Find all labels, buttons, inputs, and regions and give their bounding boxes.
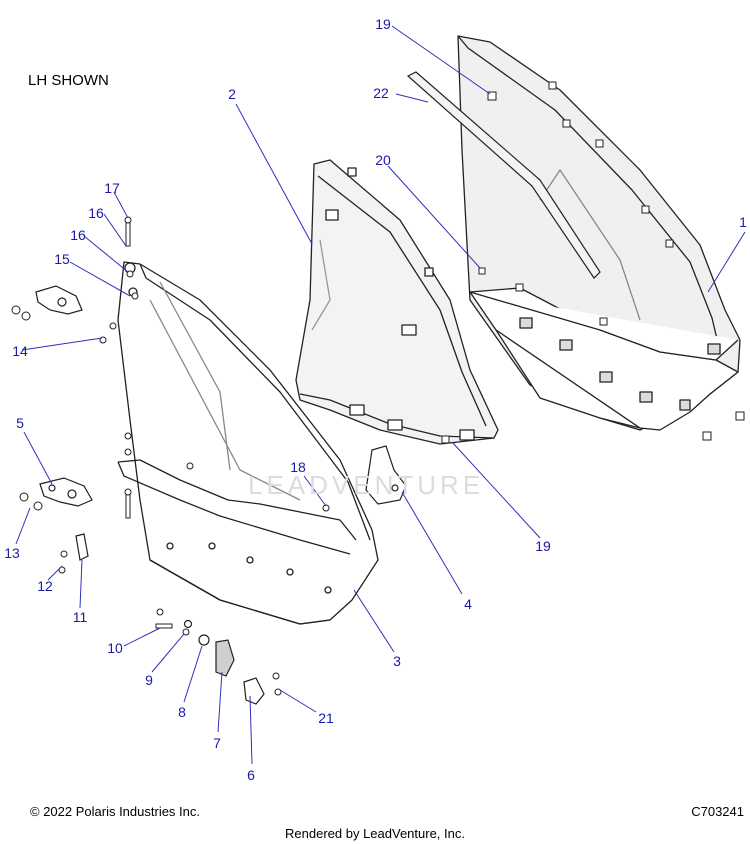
callout-4: 4 bbox=[464, 596, 472, 612]
copyright: © 2022 Polaris Industries Inc. bbox=[30, 804, 200, 819]
callout-16a: 16 bbox=[70, 227, 86, 243]
view-note: LH SHOWN bbox=[28, 72, 109, 89]
callout-5: 5 bbox=[16, 415, 24, 431]
callout-6: 6 bbox=[247, 767, 255, 783]
callout-13: 13 bbox=[4, 545, 20, 561]
callout-18: 18 bbox=[290, 459, 306, 475]
callout-11: 11 bbox=[72, 609, 88, 625]
callout-1: 1 bbox=[739, 214, 747, 230]
door-panel-right bbox=[457, 35, 741, 431]
leader-lines bbox=[15, 25, 746, 765]
seal-strip bbox=[406, 71, 601, 279]
callout-14: 14 bbox=[12, 343, 28, 359]
callout-2: 2 bbox=[228, 86, 236, 102]
latch-parts bbox=[183, 619, 265, 705]
callout-12: 12 bbox=[37, 578, 53, 594]
callout-20: 20 bbox=[375, 152, 391, 168]
watermark: LEADVENTURE bbox=[248, 470, 485, 500]
callout-19b: 19 bbox=[535, 538, 551, 554]
callout-10: 10 bbox=[107, 640, 123, 656]
clip bbox=[75, 533, 89, 561]
callout-17: 17 bbox=[104, 180, 120, 196]
callout-15: 15 bbox=[54, 251, 70, 267]
door-panel-clips bbox=[487, 81, 745, 441]
callout-21: 21 bbox=[318, 710, 334, 726]
door-frame bbox=[117, 261, 379, 625]
rendered-by: Rendered by LeadVenture, Inc. bbox=[285, 826, 465, 841]
window-panel bbox=[295, 159, 499, 445]
fasteners bbox=[11, 216, 486, 696]
callout-19a: 19 bbox=[375, 16, 391, 32]
callout-3: 3 bbox=[393, 653, 401, 669]
callout-8: 8 bbox=[178, 704, 186, 720]
callout-22: 22 bbox=[373, 85, 389, 101]
drawing-number: C703241 bbox=[691, 804, 744, 819]
callout-16b: 16 bbox=[88, 205, 104, 221]
upper-hinge-bracket bbox=[35, 285, 83, 315]
callout-9: 9 bbox=[145, 672, 153, 688]
callout-7: 7 bbox=[213, 735, 221, 751]
hinge-bracket bbox=[39, 477, 93, 507]
